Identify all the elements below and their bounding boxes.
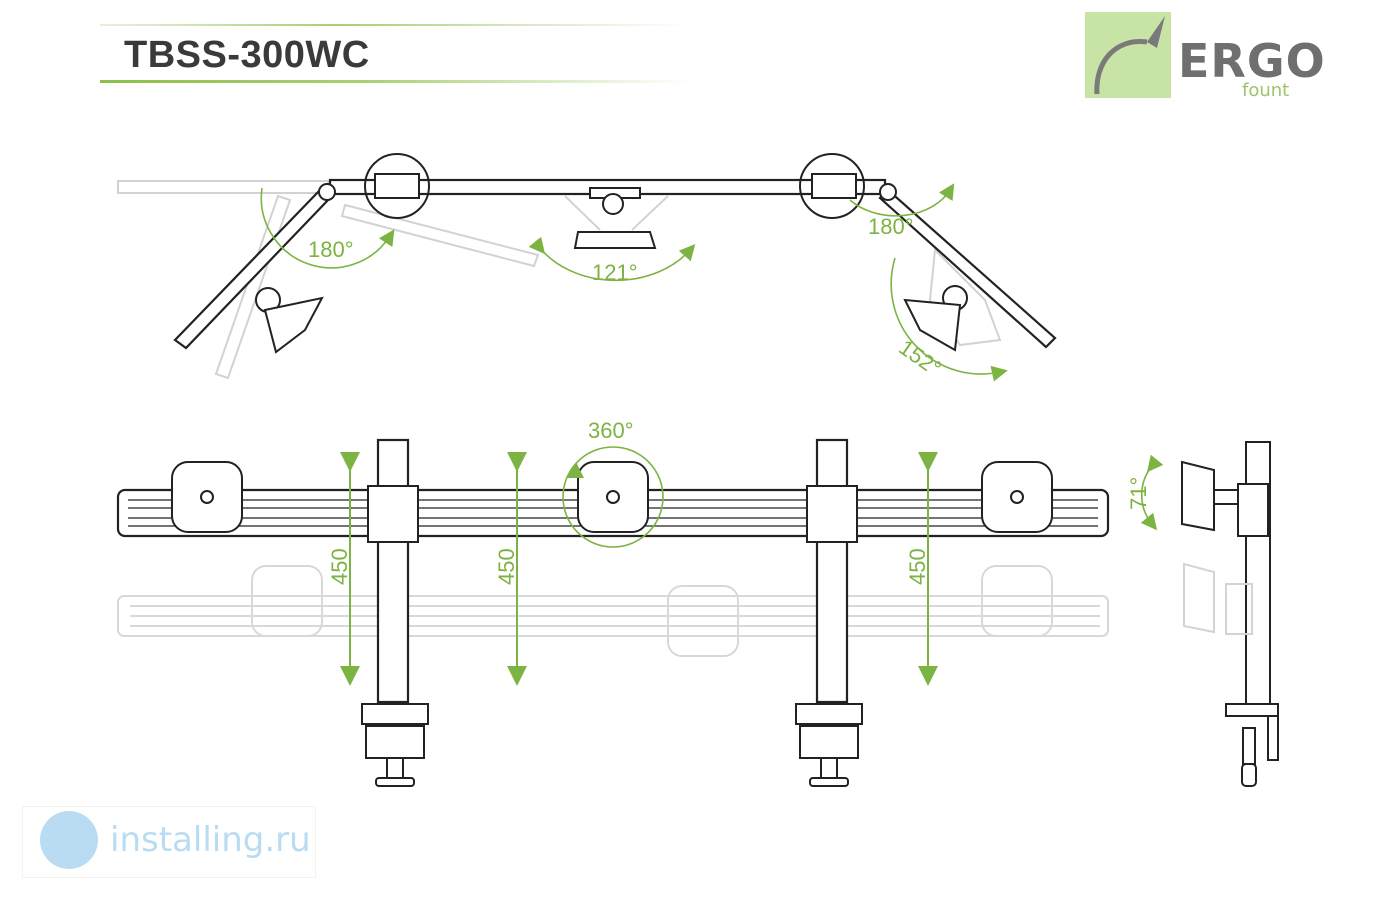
left-arm-hinge [318,183,336,201]
side-collar [1237,483,1269,537]
top-view: 180° 121° 180° 152° [117,153,1057,382]
right-pole-circle [799,153,865,219]
left-pole-collar [367,485,419,543]
side-view-ghost [1183,562,1253,635]
right-monitor-head [903,298,962,352]
top-view-angle-arcs [260,183,1008,382]
right-pole-collar [806,485,858,543]
right-arm-hinge [879,183,897,201]
logo-wordmark: ERGO [1178,34,1326,88]
rotation-circle [562,446,664,548]
side-view: 71° [1126,441,1279,787]
height-label-right: 450 [905,548,930,585]
tilt-label-side: 71° [1126,477,1151,510]
angle-label-right: 180° [868,214,914,239]
angle-label-left: 180° [308,237,354,262]
header-rule-bottom [100,80,690,83]
center-monitor-head [573,231,657,249]
center-head-joint [602,193,624,215]
right-pole [815,438,849,704]
ergofount-logo-icon [1085,12,1171,98]
side-monitor-head [1181,460,1215,532]
model-title: TBSS-300WC [124,34,370,76]
header-rule-top [100,24,690,26]
side-tilt-arc [1140,454,1164,531]
side-pole [1245,441,1271,705]
right-desk-clamp [795,703,863,787]
rotation-label: 360° [588,418,634,443]
height-label-left: 450 [327,548,352,585]
watermark-logo-icon [40,811,98,869]
vesa-plate-left [171,461,243,533]
side-desk-clamp [1225,703,1279,787]
watermark-text: installing.ru [110,820,311,860]
front-view-ghost [117,565,1109,657]
logo-subtitle: fount [1242,80,1290,101]
height-arrows [340,452,938,686]
front-view: 360° 450 450 450 [116,418,1110,787]
right-pole-clamp [811,173,857,199]
side-arm [1211,489,1239,505]
left-desk-clamp [361,703,429,787]
rotation-arrow-icon [566,462,584,478]
vesa-plate-center [577,461,649,533]
left-pole-clamp [374,173,420,199]
logo-swoosh-icon [1094,16,1165,95]
left-monitor-head [263,296,324,354]
angle-label-center: 121° [592,260,638,285]
left-pole [376,438,410,704]
vesa-plate-right [981,461,1053,533]
height-label-center: 450 [494,548,519,585]
left-pole-circle [364,153,430,219]
